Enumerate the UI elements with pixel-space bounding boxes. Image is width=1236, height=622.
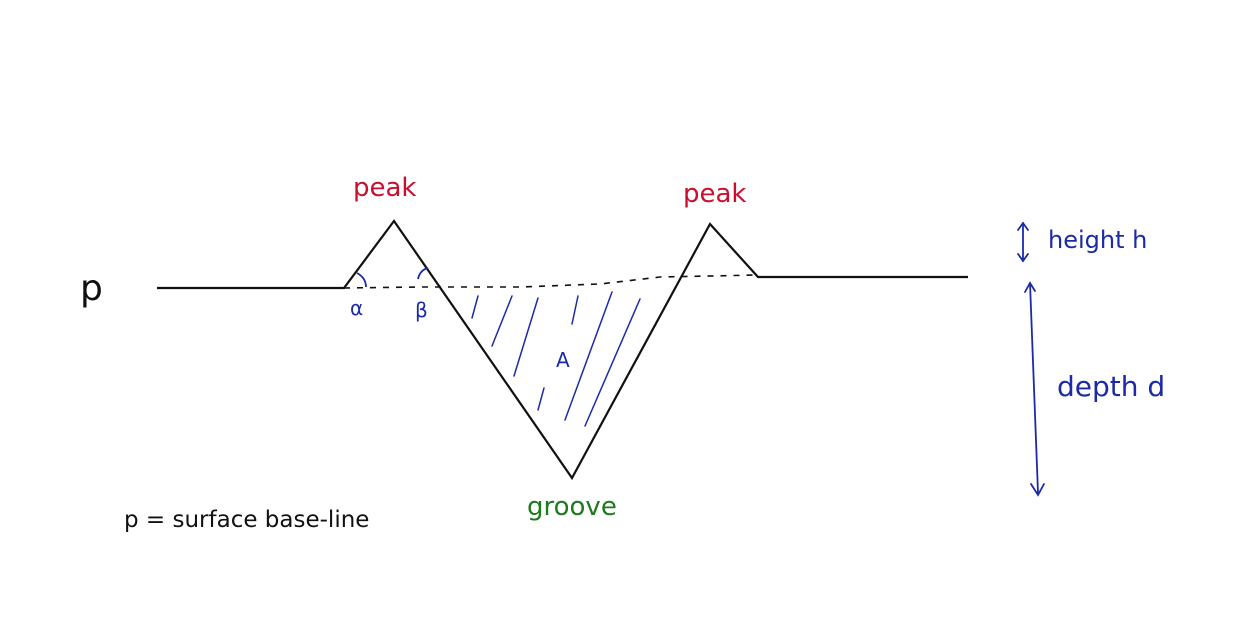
alpha-label: α xyxy=(350,296,363,320)
dashed-baseline xyxy=(343,274,759,289)
legend-text: p = surface base-line xyxy=(124,507,369,533)
peak-left-label: peak xyxy=(353,173,417,203)
height-label: height h xyxy=(1048,226,1147,254)
beta-angle-arc xyxy=(417,267,429,280)
alpha-angle-arc xyxy=(356,272,367,288)
area-label: A xyxy=(556,348,570,372)
beta-label: β xyxy=(415,298,428,322)
baseline-symbol-label: p xyxy=(80,268,103,309)
area-hatching xyxy=(471,291,641,427)
groove-label: groove xyxy=(527,492,617,522)
peak-right-label: peak xyxy=(683,179,747,209)
height-arrow xyxy=(1017,221,1029,263)
depth-label: depth d xyxy=(1057,370,1165,403)
depth-arrow xyxy=(1024,281,1045,497)
